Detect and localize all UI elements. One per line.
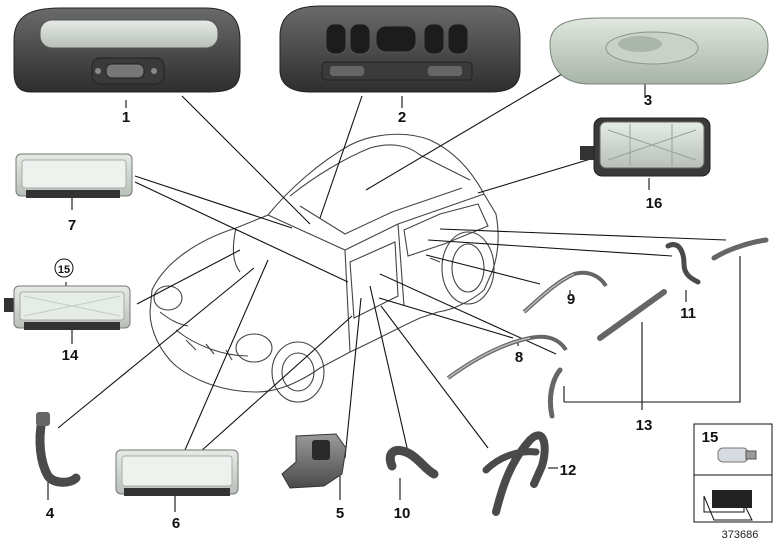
part-12-cable-harness [482,431,549,516]
callout-14: 14 [62,347,79,364]
callout-2: 2 [398,109,406,126]
arrow-icon [703,490,753,521]
legend-box [693,423,773,523]
callout-10: 10 [394,505,411,522]
callout-16: 16 [646,195,663,212]
part-9-door-wiring-strip [522,270,608,314]
part-1-overhead-console-light [13,7,241,93]
callout-13: 13 [636,417,653,434]
part-2-roof-switch-panel [279,5,521,93]
callout-3: 3 [644,92,652,109]
part-10-hose-connector [385,446,439,479]
callout-1: 1 [122,109,130,126]
leader-lines [47,73,741,512]
part-14-luggage-compartment-light [4,285,131,330]
callout-8: 8 [515,349,523,366]
legend-label-15: 15 [702,429,719,446]
part-8-door-wiring-strip [446,334,568,380]
car-outline [149,133,499,403]
callout-labels: 1 2 3 16 7 15 14 9 11 8 13 12 4 6 5 10 1… [46,92,719,532]
part-3-interior-dome-light [549,17,769,85]
callout-15: 15 [58,264,70,276]
part-13-light-strip-set [547,237,769,419]
callout-4: 4 [46,505,55,522]
callout-11: 11 [680,305,696,322]
part-5-connector-bracket [281,433,347,489]
part-4-bent-wiring-harness [35,412,81,487]
callout-12: 12 [560,462,577,479]
part-11-wiring-lead [665,242,701,285]
callout-9: 9 [567,291,575,308]
callout-7: 7 [68,217,76,234]
reference-number: 373686 [722,529,759,541]
part-16-tailgate-light [580,117,711,177]
part-6-courtesy-light [115,449,239,496]
bulb-icon [717,447,757,463]
part-7-glovebox-light [15,153,133,198]
callout-5: 5 [336,505,344,522]
callout-15-circle [54,258,74,278]
callout-6: 6 [172,515,180,532]
